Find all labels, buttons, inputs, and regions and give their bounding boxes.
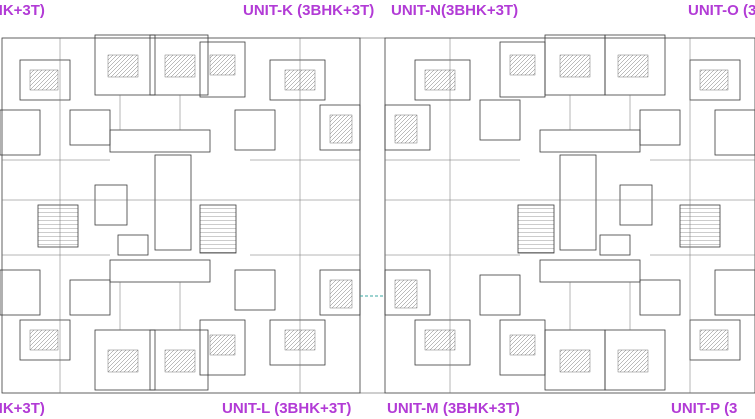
kitchen-p bbox=[639, 279, 681, 316]
living-n bbox=[414, 59, 471, 101]
staircase-right bbox=[199, 204, 237, 254]
master-bed-m bbox=[384, 269, 431, 316]
living-m bbox=[414, 319, 471, 366]
link-bridge bbox=[360, 37, 385, 394]
kitchen-j bbox=[69, 109, 111, 146]
master-bed-n bbox=[384, 104, 431, 151]
wall-lines-left bbox=[2, 159, 360, 256]
kitchen-k bbox=[234, 109, 276, 151]
unit-label-k: UNIT-K (3BHK+3T) bbox=[243, 2, 375, 19]
staircase-right-wing-right bbox=[679, 204, 721, 248]
kitchen-l bbox=[234, 269, 276, 311]
kitchen-o bbox=[639, 109, 681, 146]
master-bed-j bbox=[0, 109, 41, 156]
unit-label-top-left: HK+3T) bbox=[0, 2, 45, 19]
bedroom-p1 bbox=[604, 329, 666, 391]
master-bed-l bbox=[319, 269, 361, 316]
master-bed-i bbox=[0, 269, 41, 316]
left-wing-boundary bbox=[1, 37, 361, 394]
bedroom-l1 bbox=[94, 329, 156, 391]
wall-lines-right bbox=[385, 159, 755, 256]
kitchen-n bbox=[479, 99, 521, 141]
bedroom-l2 bbox=[149, 329, 209, 391]
staircase-left bbox=[37, 204, 79, 248]
bedroom-j1 bbox=[19, 59, 71, 101]
fire-lift-left bbox=[94, 184, 128, 226]
partition-lines-left bbox=[2, 38, 360, 393]
master-bed-o bbox=[714, 109, 755, 156]
bedroom-k2 bbox=[149, 34, 209, 96]
unit-label-l: UNIT-L (3BHK+3T) bbox=[222, 400, 352, 417]
bedroom-i1 bbox=[19, 319, 71, 361]
fire-lift-right bbox=[619, 184, 653, 226]
bedroom-k1 bbox=[94, 34, 156, 96]
lift-shaft-left bbox=[154, 154, 192, 251]
unit-label-o: UNIT-O (3 bbox=[688, 2, 755, 19]
corridor-top-left bbox=[109, 129, 211, 153]
corridor-bottom-left bbox=[109, 259, 211, 283]
living-l bbox=[269, 319, 326, 366]
unit-label-m: UNIT-M (3BHK+3T) bbox=[387, 400, 520, 417]
living-k bbox=[269, 59, 326, 101]
partition-lines-right bbox=[385, 38, 755, 393]
furniture-details bbox=[29, 54, 729, 373]
corridor-bottom-right bbox=[539, 259, 641, 283]
unit-label-bottom-left: HK+3T) bbox=[0, 400, 45, 417]
left-wing bbox=[0, 34, 361, 394]
staircase-right-wing-left bbox=[517, 204, 555, 254]
kitchen-m bbox=[479, 274, 521, 316]
kitchen-i bbox=[69, 279, 111, 316]
bedroom-o1 bbox=[604, 34, 666, 96]
lift-shaft-right bbox=[559, 154, 597, 251]
master-bed-p bbox=[714, 269, 755, 316]
bedroom-k3 bbox=[199, 41, 246, 98]
right-wing-boundary bbox=[384, 37, 755, 394]
master-bed-k bbox=[319, 104, 361, 151]
lobby-right bbox=[599, 234, 631, 256]
right-wing bbox=[384, 34, 755, 394]
unit-label-p: UNIT-P (3 bbox=[671, 400, 738, 417]
bedroom-l3 bbox=[199, 319, 246, 376]
lobby-left bbox=[117, 234, 149, 256]
corridor-top-right bbox=[539, 129, 641, 153]
unit-label-n: UNIT-N(3BHK+3T) bbox=[391, 2, 519, 19]
